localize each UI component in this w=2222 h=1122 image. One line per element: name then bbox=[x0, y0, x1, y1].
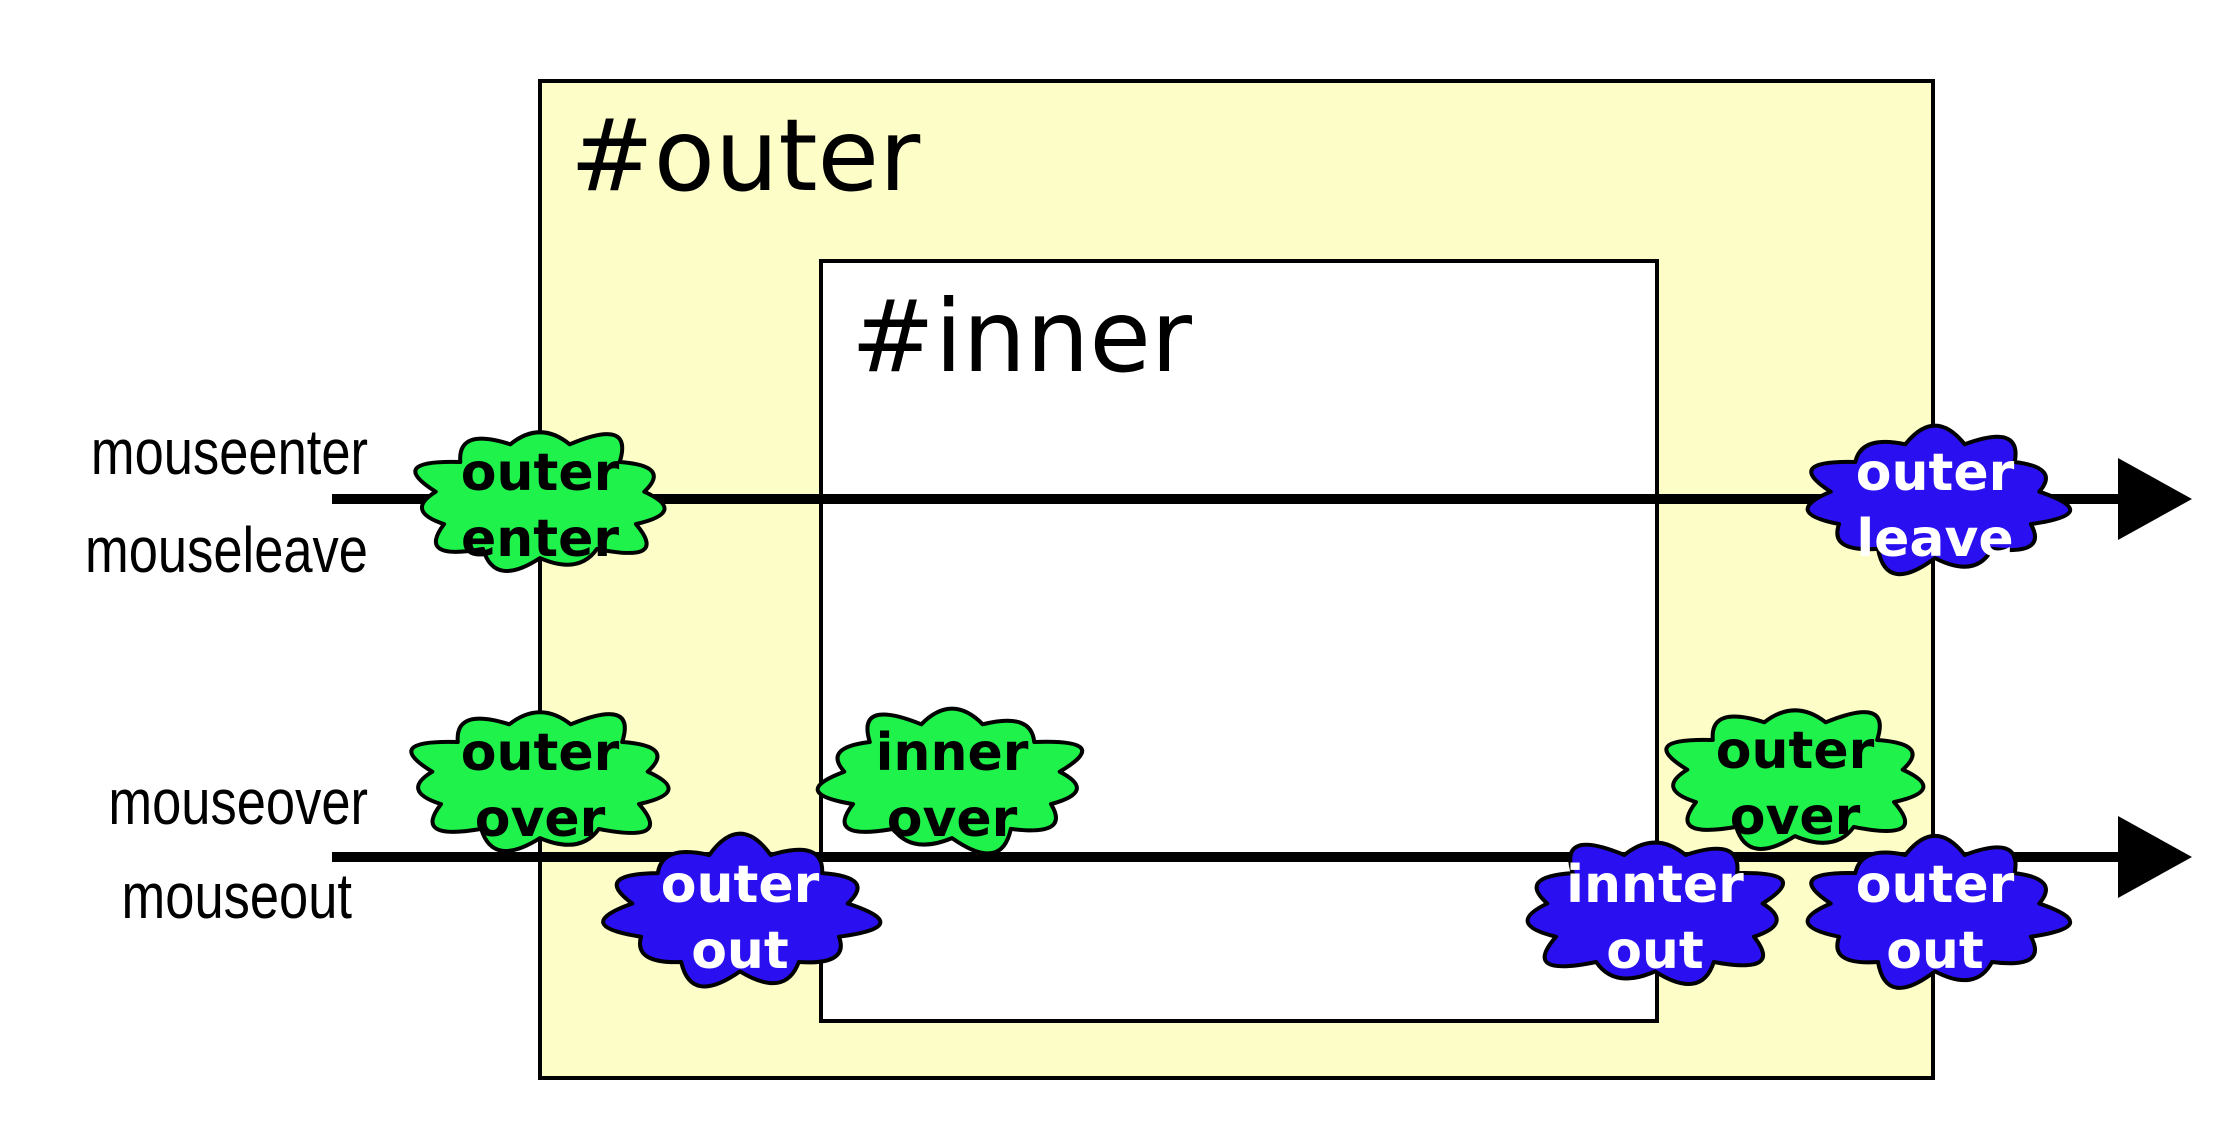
burst-outer-out-2-label-2: out bbox=[1886, 921, 1984, 981]
inner-box bbox=[819, 259, 1659, 1023]
burst-outer-leave-shape bbox=[1805, 423, 2073, 577]
burst-inner-over-shape bbox=[815, 706, 1084, 856]
burst-outer-over-1-label-1: outer bbox=[461, 723, 620, 783]
burst-outer-enter-label-2: enter bbox=[461, 509, 619, 569]
label-mouseenter: mouseenter bbox=[91, 417, 368, 488]
burst-outer-out-1-label-1: outer bbox=[661, 855, 820, 915]
burst-outer-leave-label-2: leave bbox=[1856, 509, 2013, 569]
burst-outer-over-2-label-1: outer bbox=[1716, 721, 1875, 781]
burst-inner-over-label-2: over bbox=[887, 789, 1018, 849]
enter-leave-arrowhead bbox=[2118, 458, 2192, 540]
burst-outer-over-1-shape bbox=[409, 710, 671, 853]
event-bursts: outerenterouterleaveouteroverinneroverou… bbox=[409, 423, 2073, 990]
burst-innter-out-label-1: innter bbox=[1566, 855, 1744, 915]
burst-inner-over-label-1: inner bbox=[876, 723, 1029, 783]
burst-outer-enter-label-1: outer bbox=[461, 443, 620, 503]
label-mouseleave: mouseleave bbox=[85, 515, 368, 586]
burst-outer-out-1-shape bbox=[601, 831, 883, 989]
label-mouseover: mouseover bbox=[108, 767, 368, 838]
burst-outer-leave-label-1: outer bbox=[1856, 443, 2015, 503]
burst-innter-out-label-2: out bbox=[1606, 921, 1704, 981]
label-mouseout: mouseout bbox=[122, 861, 352, 932]
burst-outer-over-2-label-2: over bbox=[1730, 787, 1861, 847]
over-out-arrowhead bbox=[2118, 816, 2192, 898]
inner-box-label: #inner bbox=[851, 278, 1193, 395]
burst-outer-out-2-shape bbox=[1805, 833, 2073, 990]
burst-outer-over-2-shape bbox=[1664, 708, 1926, 851]
burst-outer-out-2-label-1: outer bbox=[1856, 855, 2015, 915]
burst-outer-over-1-label-2: over bbox=[475, 789, 606, 849]
burst-innter-out-shape bbox=[1525, 840, 1785, 986]
burst-outer-enter-shape bbox=[413, 430, 667, 573]
burst-outer-out-1-label-2: out bbox=[691, 921, 789, 981]
outer-box-label: #outer bbox=[570, 97, 921, 214]
